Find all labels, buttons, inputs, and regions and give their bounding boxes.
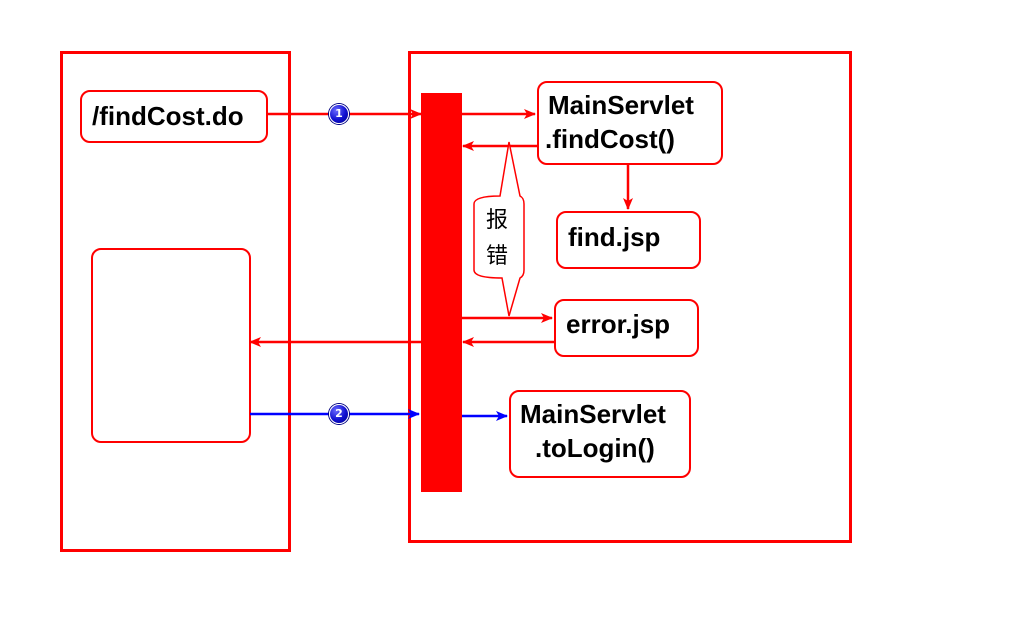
find-jsp-box — [556, 211, 701, 269]
step1-badge: 1 — [329, 104, 349, 124]
find-cost-line2: .findCost() — [545, 124, 675, 154]
request-url-label: /findCost.do — [92, 101, 244, 131]
error-callout-shape — [473, 141, 525, 317]
error-callout-char1: 报 — [485, 208, 508, 233]
to-login-line1: MainServlet — [520, 399, 666, 429]
to-login-box — [509, 390, 691, 478]
request-url-box — [80, 90, 268, 143]
server-frame — [408, 51, 852, 543]
error-callout-char2: 错 — [485, 244, 508, 269]
step2-badge: 2 — [329, 404, 349, 424]
error-jsp-box — [554, 299, 699, 357]
client-frame — [60, 51, 291, 552]
find-jsp-label: find.jsp — [568, 222, 661, 252]
find-cost-box — [537, 81, 723, 165]
to-login-line2: .toLogin() — [535, 433, 655, 463]
find-cost-line1: MainServlet — [548, 90, 694, 120]
dispatcher-bar — [421, 93, 462, 492]
error-jsp-label: error.jsp — [566, 309, 671, 339]
